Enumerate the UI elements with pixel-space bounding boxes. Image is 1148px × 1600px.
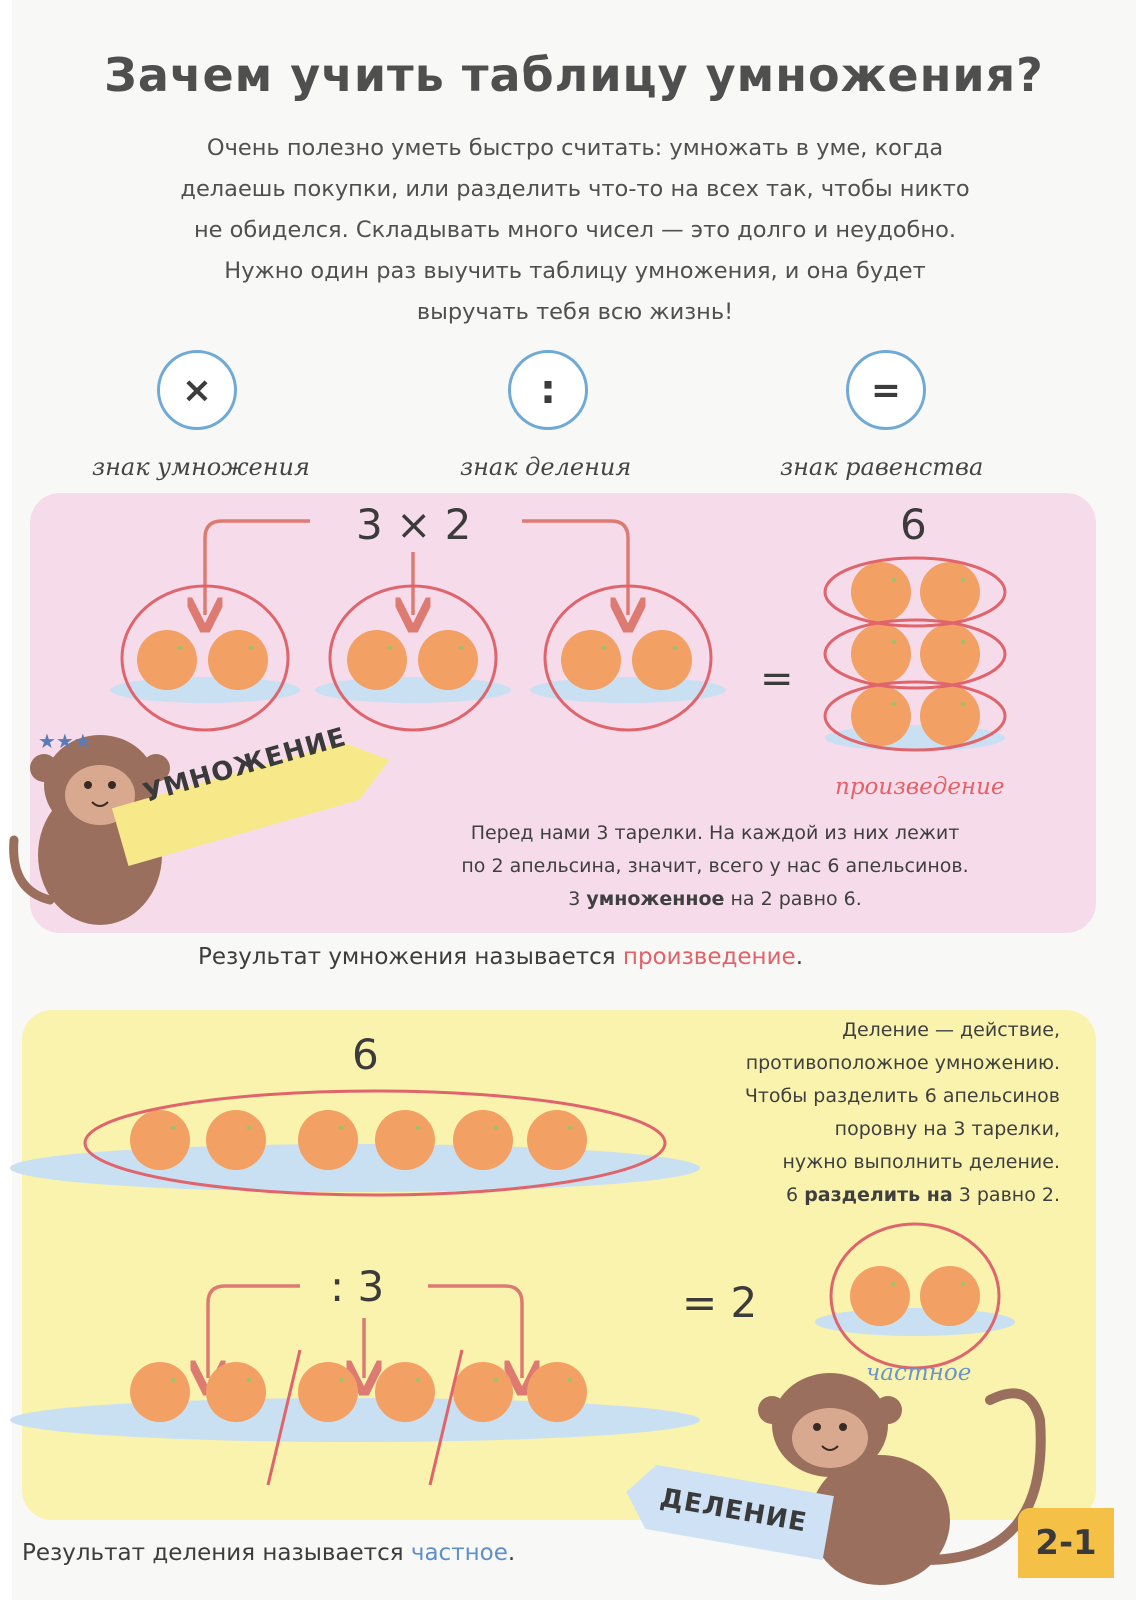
- orange: [453, 1110, 513, 1170]
- multiplication-result-sentence: Результат умножения называется произведе…: [198, 944, 803, 970]
- equals-sign-icon: =: [846, 350, 926, 430]
- division-result-sentence: Результат деления называется частное.: [22, 1540, 516, 1566]
- explanation-line: противоположное умножению.: [745, 1052, 1060, 1074]
- group-ring: [829, 1222, 1001, 1370]
- page-number: 2-1: [1018, 1508, 1114, 1578]
- division-sign-icon: :: [508, 350, 588, 430]
- explanation-line: по 2 апельсина, значит, всего у нас 6 ап…: [461, 855, 969, 877]
- explanation-line: Деление — действие,: [842, 1019, 1060, 1041]
- divider-line: [266, 1349, 302, 1486]
- orange: [347, 630, 407, 690]
- division-result: = 2: [682, 1278, 758, 1327]
- explanation-line: нужно выполнить деление.: [782, 1151, 1061, 1173]
- division-tag: [626, 1464, 834, 1561]
- product-stack: [823, 556, 1007, 752]
- plate-group-2: [315, 584, 511, 732]
- group-ring: [823, 556, 1007, 628]
- explanation-line: Чтобы разделить 6 апельсинов: [744, 1085, 1060, 1107]
- arrow-to-part-1: [208, 1284, 300, 1378]
- orange: [527, 1110, 587, 1170]
- multiplication-result: 6: [900, 500, 927, 549]
- multiplication-equals: =: [760, 656, 794, 702]
- division-split-group: [10, 1349, 700, 1486]
- orange: [130, 1362, 190, 1422]
- division-total: 6: [352, 1030, 379, 1079]
- orange: [418, 630, 478, 690]
- page-title: Зачем учить таблицу умножения?: [104, 48, 1044, 102]
- orange: [920, 686, 980, 746]
- orange: [206, 1110, 266, 1170]
- plate-group-3: [530, 584, 726, 732]
- orange: [375, 1362, 435, 1422]
- division-operator: : 3: [330, 1262, 385, 1311]
- orange: [851, 686, 911, 746]
- intro-line: Очень полезно уметь быстро считать: умно…: [206, 135, 944, 161]
- multiplication-expression: 3 × 2: [356, 500, 472, 549]
- intro-line: Нужно один раз выучить таблицу умножения…: [224, 258, 926, 284]
- orange: [298, 1362, 358, 1422]
- division-total-group: [10, 1089, 700, 1197]
- explanation-line: поровну на 3 тарелки,: [834, 1118, 1060, 1140]
- explanation-line: 3 умноженное на 2 равно 6.: [568, 888, 862, 910]
- explanation-line: Перед нами 3 тарелки. На каждой из них л…: [470, 822, 960, 844]
- svg-text:★★★: ★★★: [38, 729, 92, 753]
- group-ring: [823, 618, 1007, 690]
- orange: [527, 1362, 587, 1422]
- arrow-to-plate-3: [522, 519, 628, 615]
- arrow-to-plate-1: [205, 519, 310, 615]
- group-ring: [543, 584, 713, 732]
- product-term: произведение: [622, 944, 796, 970]
- division-explanation: Деление — действие, противоположное умно…: [650, 1014, 1060, 1212]
- orange: [920, 562, 980, 622]
- orange: [920, 1266, 980, 1326]
- intro-line: делаешь покупки, или разделить что-то на…: [180, 176, 970, 202]
- orange: [920, 624, 980, 684]
- group-ring: [120, 584, 290, 732]
- orange: [632, 630, 692, 690]
- group-ring: [83, 1089, 667, 1197]
- monkey-illustration-2: [758, 1373, 1046, 1585]
- orange: [561, 630, 621, 690]
- orange: [453, 1362, 513, 1422]
- orange: [137, 630, 197, 690]
- orange: [851, 562, 911, 622]
- group-ring: [328, 584, 498, 732]
- orange: [208, 630, 268, 690]
- group-ring: [823, 680, 1007, 752]
- division-sign-label: знак деления: [460, 453, 632, 481]
- multiplication-tag: [111, 742, 390, 867]
- explanation-line: 6 разделить на 3 равно 2.: [786, 1184, 1060, 1206]
- orange: [850, 1266, 910, 1326]
- intro-paragraph: Очень полезно уметь быстро считать: умно…: [60, 128, 1090, 333]
- orange: [130, 1110, 190, 1170]
- orange: [851, 624, 911, 684]
- multiplication-explanation: Перед нами 3 тарелки. На каждой из них л…: [385, 817, 1045, 916]
- intro-line: выручать тебя всю жизнь!: [416, 299, 734, 325]
- orange: [375, 1110, 435, 1170]
- multiplication-sign-label: знак умножения: [92, 453, 310, 481]
- multiplication-panel: [30, 493, 1096, 933]
- plate-group-1: [110, 584, 300, 732]
- orange: [298, 1110, 358, 1170]
- quotient-group: [815, 1222, 1015, 1370]
- divider-line: [428, 1349, 464, 1486]
- arrow-to-part-3: [428, 1284, 522, 1378]
- quotient-term: частное: [410, 1540, 508, 1566]
- quotient-caption: частное: [866, 1360, 972, 1386]
- monkey-illustration-1: ★★★: [9, 729, 170, 925]
- plate: [815, 1308, 1015, 1336]
- equals-sign-label: знак равенства: [780, 453, 984, 481]
- multiplication-sign-icon: ×: [157, 350, 237, 430]
- orange: [206, 1362, 266, 1422]
- product-caption: произведение: [835, 774, 1005, 800]
- intro-line: не обиделся. Складывать много чисел — эт…: [193, 217, 957, 243]
